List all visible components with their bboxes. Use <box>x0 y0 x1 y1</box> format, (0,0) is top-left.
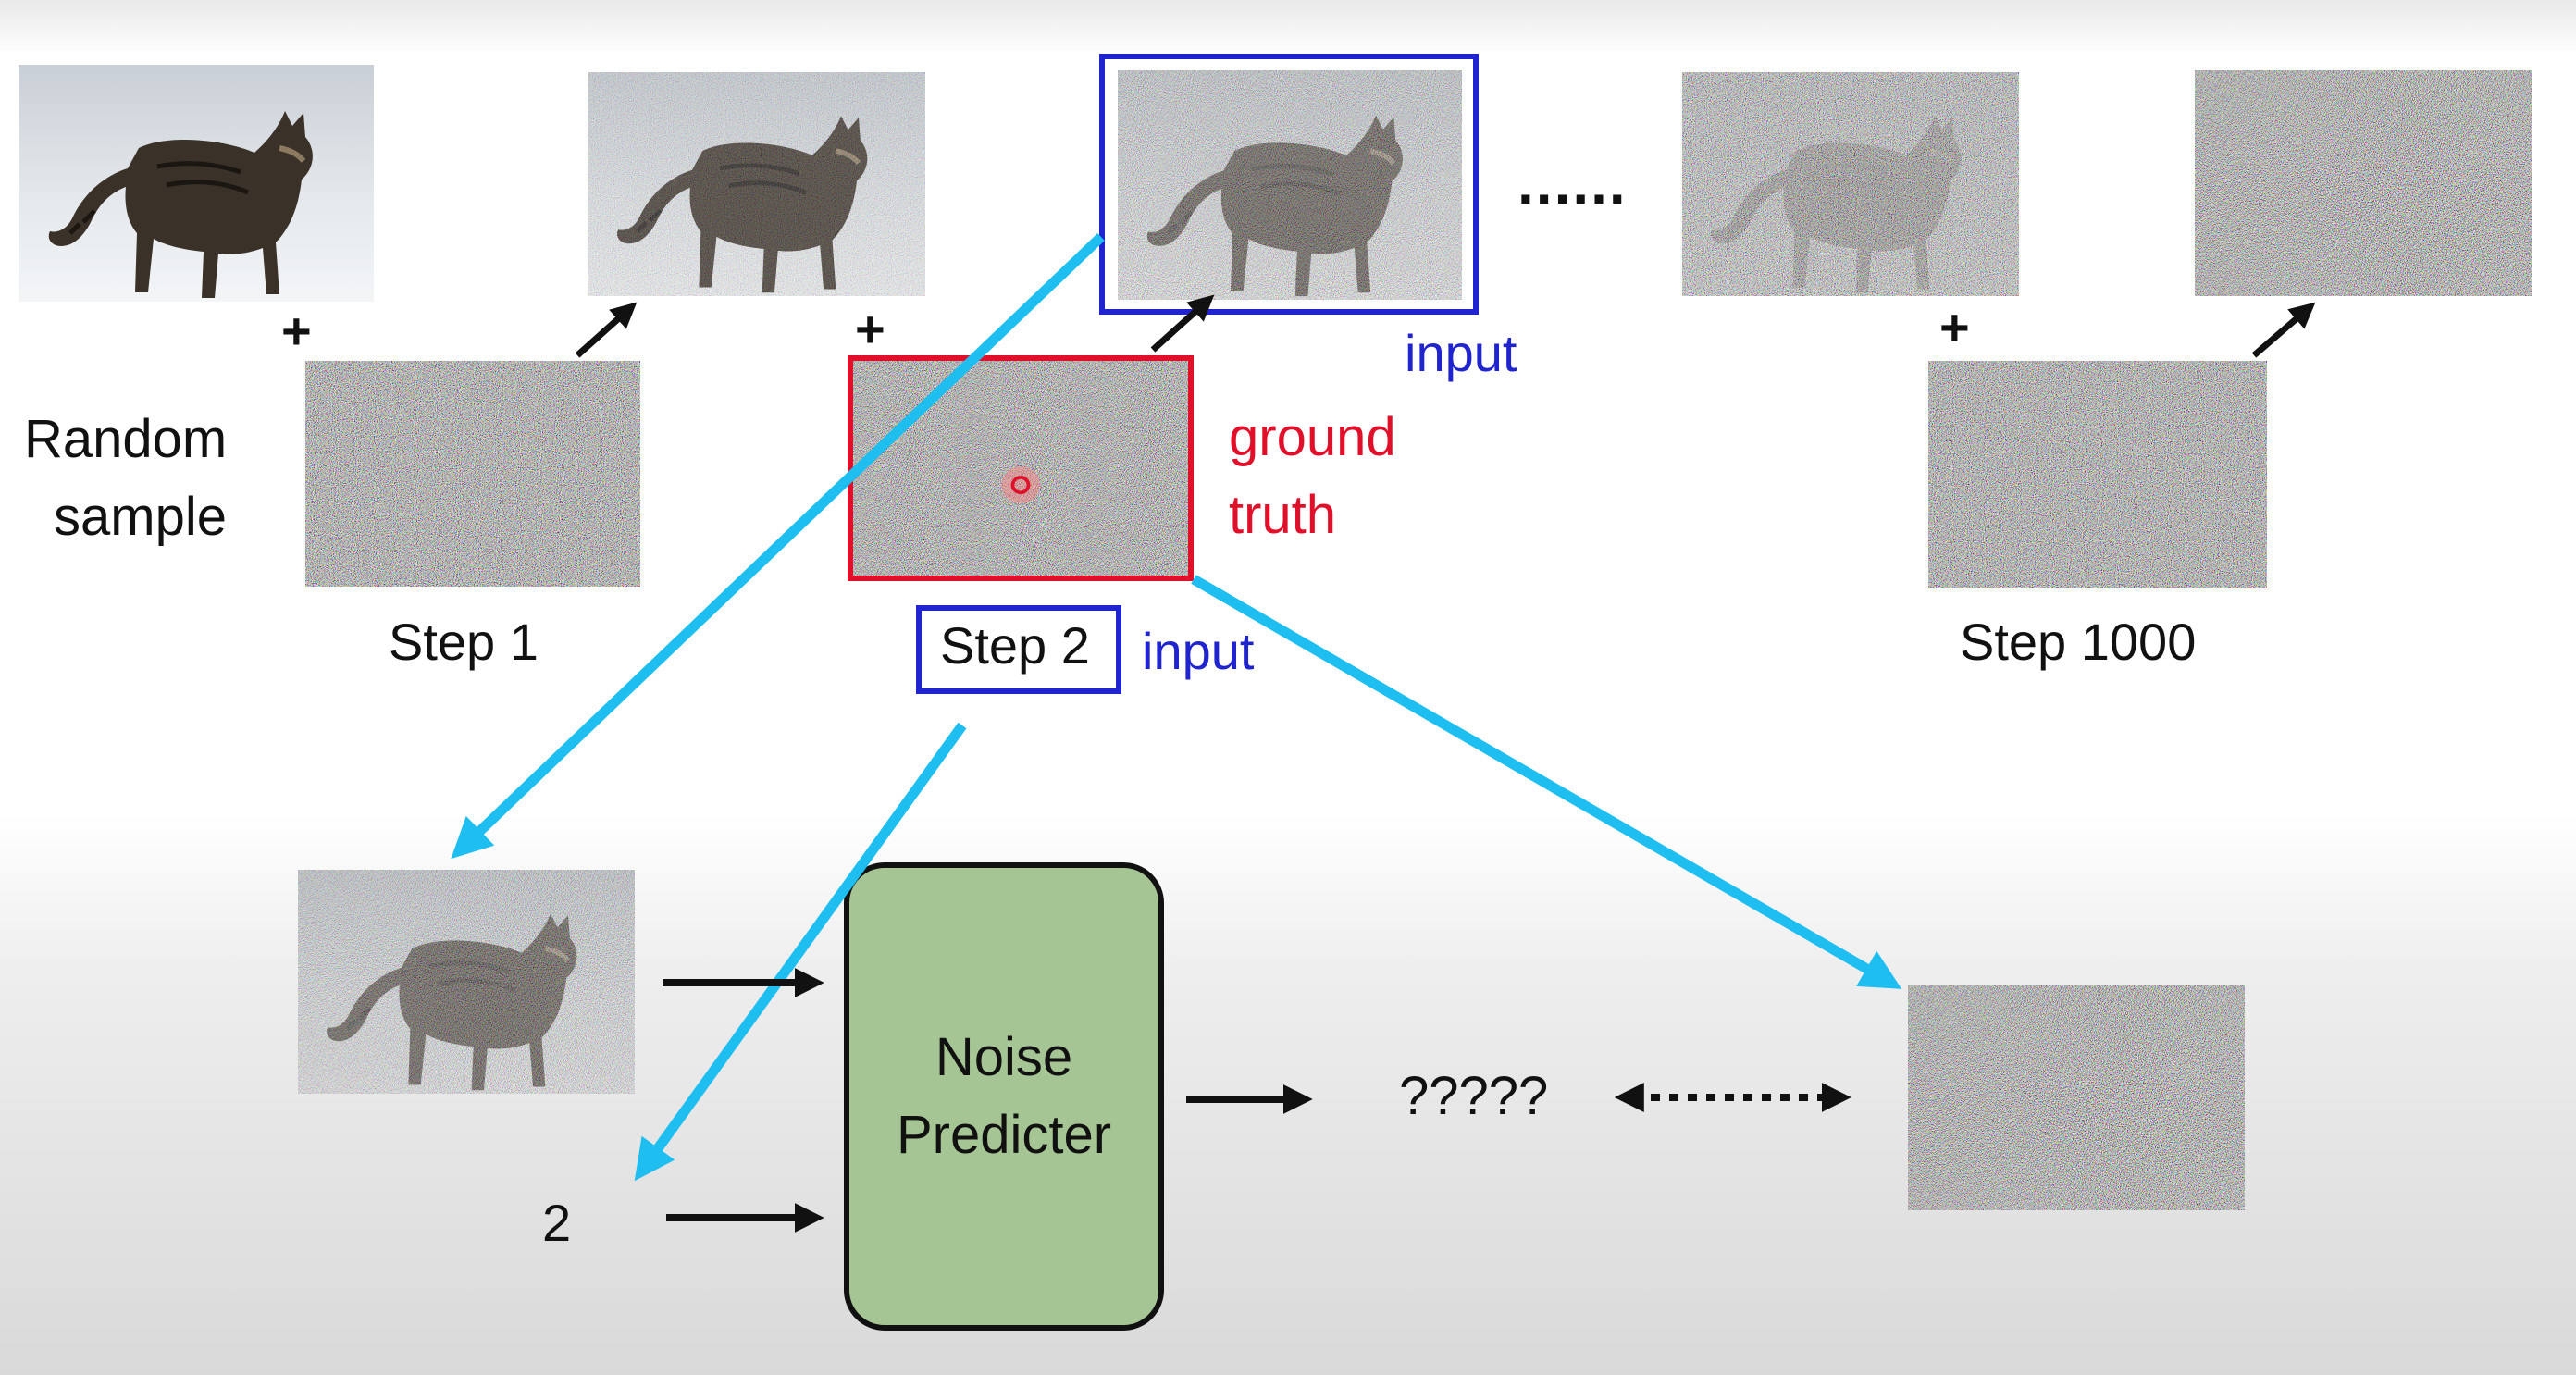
target-noise-image <box>1908 985 2245 1210</box>
clean-cat-image <box>19 65 374 302</box>
unknown-output-label: ????? <box>1399 1066 1549 1126</box>
pure-noise-image-final <box>2195 70 2532 296</box>
input-highlight-box-top <box>1099 54 1479 315</box>
plus-sign-step1: + <box>281 302 312 360</box>
arrow-icon <box>575 302 638 358</box>
random-sample-label-line1: Random <box>24 409 228 469</box>
noise-predictor-label-line2: Predicter <box>896 1105 1112 1165</box>
noise-image-step1 <box>305 361 640 587</box>
arrow-icon <box>634 722 967 1182</box>
noise-predictor-label-line1: Noise <box>935 1026 1073 1087</box>
plus-sign-step1000: + <box>1939 298 1970 356</box>
arrow-icon <box>451 233 1105 860</box>
input-label-top: input <box>1405 324 1517 382</box>
noisy-cat-image-step2 <box>1118 70 1462 300</box>
step2-highlight-box <box>916 605 1121 694</box>
step-number-input: 2 <box>542 1194 572 1252</box>
noisy-cat-image-step1 <box>588 72 925 296</box>
predictor-input-image <box>298 870 635 1094</box>
noisy-cat-image-late <box>1682 72 2019 296</box>
step1000-label: Step 1000 <box>1960 613 2197 671</box>
arrow-icon <box>2251 302 2316 358</box>
arrow-icon <box>1150 294 1215 353</box>
noise-image-step2-ground-truth <box>848 355 1194 581</box>
random-sample-label-line2: sample <box>54 487 227 547</box>
ellipsis: ...... <box>1517 150 1628 217</box>
input-label-step: input <box>1142 622 1255 680</box>
noise-image-step1000 <box>1928 361 2267 588</box>
plus-sign-step2: + <box>855 300 886 358</box>
ground-truth-label-line2: truth <box>1229 485 1337 545</box>
noise-predictor-block: Noise Predicter <box>844 862 1164 1331</box>
step2-label: Step 2 <box>940 616 1090 675</box>
step1-label: Step 1 <box>389 613 539 671</box>
ground-truth-label-line1: ground <box>1229 407 1396 467</box>
arrow-icon <box>1191 575 1902 989</box>
